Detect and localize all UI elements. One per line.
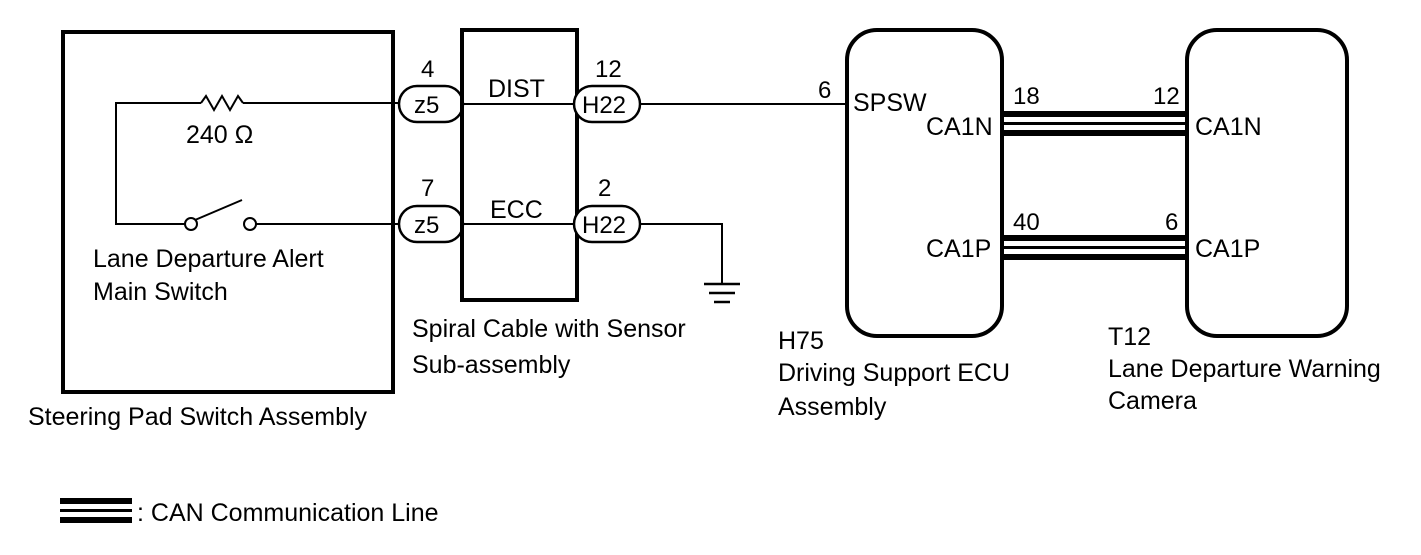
ecu-terminal-spsw: SPSW <box>853 89 927 117</box>
connector-h22-bottom-pin: 2 <box>598 175 611 202</box>
legend-text: : CAN Communication Line <box>137 499 439 527</box>
spiral-cable-label-line1: Spiral Cable with Sensor <box>412 315 686 343</box>
ecu-terminal-ca1n: CA1N <box>926 113 993 141</box>
camera-box <box>1185 28 1349 338</box>
switch-label-line2: Main Switch <box>93 278 228 306</box>
ecu-label-line2: Assembly <box>778 393 887 421</box>
can-line-ca1p <box>1002 235 1188 260</box>
ground-wire <box>640 223 723 283</box>
switch-contact-left-icon <box>184 217 198 231</box>
connector-z5-bottom-pin: 7 <box>421 175 434 202</box>
steering-pad-switch-box <box>61 30 395 394</box>
ecu-ca1n-pin: 18 <box>1013 83 1040 110</box>
connector-h22-top-pin: 12 <box>595 56 622 83</box>
ecu-code: H75 <box>778 327 824 355</box>
connector-z5-top-pin: 4 <box>421 56 434 83</box>
camera-terminal-ca1p: CA1P <box>1195 235 1260 263</box>
connector-h22-bottom-id: H22 <box>582 212 626 239</box>
resistor-icon <box>200 93 244 113</box>
ecu-ca1p-pin: 40 <box>1013 209 1040 236</box>
ecu-terminal-ca1p: CA1P <box>926 235 991 263</box>
ecu-label-line1: Driving Support ECU <box>778 359 1010 387</box>
spiral-cable-box <box>460 28 579 302</box>
ecu-spsw-pin: 6 <box>818 77 831 104</box>
switch-label-line1: Lane Departure Alert <box>93 245 324 273</box>
ecu-box <box>845 28 1004 338</box>
camera-ca1n-pin: 12 <box>1153 83 1180 110</box>
camera-terminal-ca1n: CA1N <box>1195 113 1262 141</box>
can-line-ca1n <box>1002 111 1188 136</box>
steering-pad-switch-label: Steering Pad Switch Assembly <box>28 403 368 431</box>
camera-label-line2: Camera <box>1108 387 1197 415</box>
camera-code: T12 <box>1108 323 1151 351</box>
connector-h22-top-id: H22 <box>582 92 626 119</box>
ground-icon <box>704 282 740 304</box>
connector-z5-bottom-id: z5 <box>414 212 439 239</box>
camera-ca1p-pin: 6 <box>1165 209 1178 236</box>
connector-z5-top-id: z5 <box>414 92 439 119</box>
camera-label-line1: Lane Departure Warning <box>1108 355 1381 383</box>
legend-can-line-icon <box>60 498 132 523</box>
resistor-value-label: 240 Ω <box>186 121 253 149</box>
switch-lever-icon <box>194 199 243 221</box>
switch-contact-right-icon <box>243 217 257 231</box>
spiral-signal-dist: DIST <box>488 75 545 103</box>
internal-left-wire <box>115 102 201 225</box>
spiral-cable-label-line2: Sub-assembly <box>412 351 571 379</box>
spiral-signal-ecc: ECC <box>490 196 543 224</box>
